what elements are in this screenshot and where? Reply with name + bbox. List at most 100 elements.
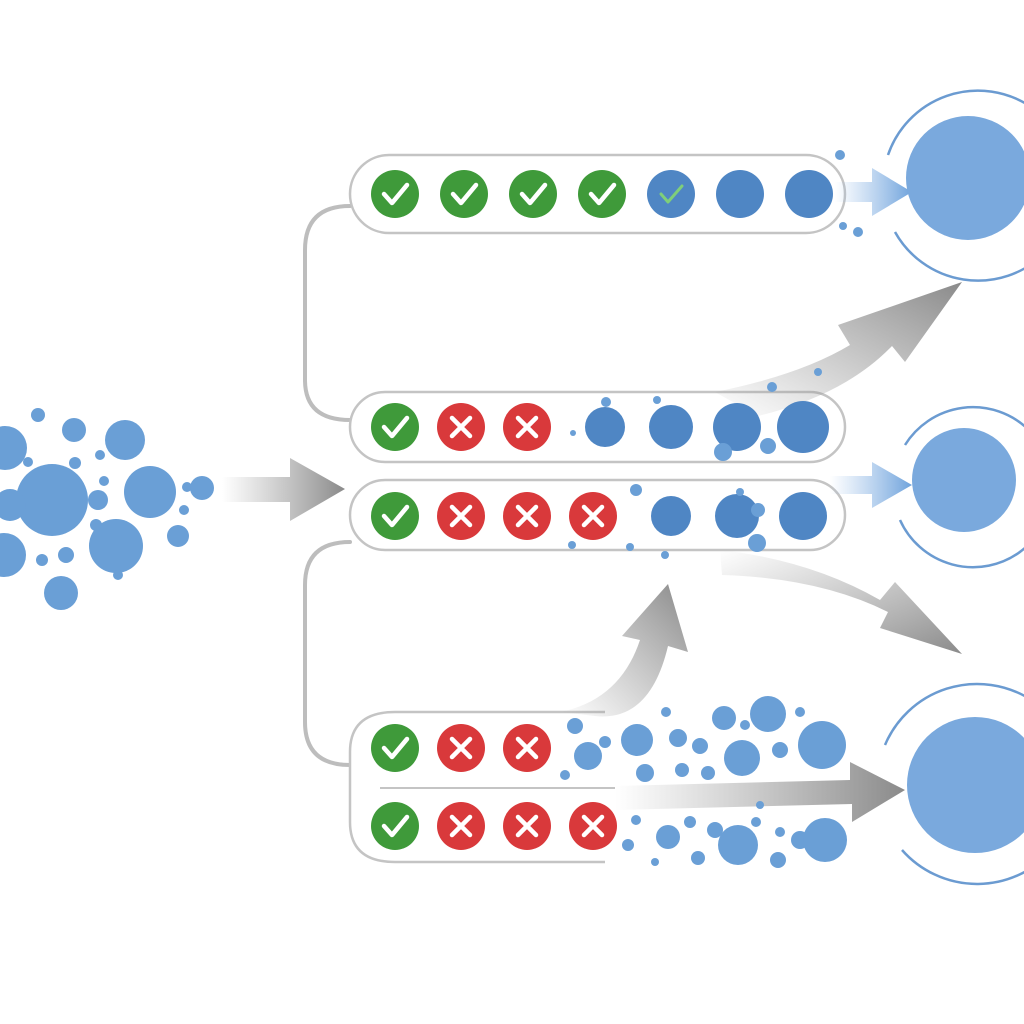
arrow-down-to-bottom-target <box>720 550 962 654</box>
check-icon <box>371 724 419 772</box>
target-bottom-ring <box>883 682 1024 886</box>
particle-dot <box>626 543 634 551</box>
particle-dot <box>691 851 705 865</box>
check-icon <box>371 802 419 850</box>
particle-dot <box>630 484 642 496</box>
cross-icon <box>503 802 551 850</box>
particle-dot <box>798 721 846 769</box>
particle-dot <box>756 801 764 809</box>
particle-dot <box>724 740 760 776</box>
particle-dot <box>748 534 766 552</box>
status-icons <box>371 170 833 850</box>
particle-dot <box>636 764 654 782</box>
check-icon <box>371 170 419 218</box>
pending-node <box>715 494 759 538</box>
flow-particles <box>560 150 863 868</box>
particle-dot <box>767 382 777 392</box>
input-particle <box>69 457 81 469</box>
particle-dot <box>570 430 576 436</box>
target-middle-ring <box>898 405 1024 569</box>
arrow-up-from-bottom-row <box>560 584 688 717</box>
particle-dot <box>567 718 583 734</box>
particle-dot <box>839 222 847 230</box>
target-middle-core <box>912 428 1016 532</box>
cross-icon <box>503 403 551 451</box>
particle-dot <box>621 724 653 756</box>
pending-node <box>649 405 693 449</box>
particle-dot <box>601 397 611 407</box>
input-particle <box>23 457 33 467</box>
input-particle-cluster <box>0 408 214 610</box>
particle-dot <box>568 541 576 549</box>
input-particle <box>44 576 78 610</box>
pending-node <box>585 407 625 447</box>
input-particle <box>95 450 105 460</box>
particle-dot <box>622 839 634 851</box>
partial-check-icon <box>647 170 695 218</box>
particle-dot <box>653 396 661 404</box>
particle-dot <box>661 707 671 717</box>
connector-top <box>303 204 352 422</box>
cross-icon <box>437 492 485 540</box>
cross-icon <box>569 802 617 850</box>
particle-dot <box>712 706 736 730</box>
particle-dot <box>684 816 696 828</box>
particle-dot <box>760 438 776 454</box>
connector-bottom <box>303 540 352 767</box>
check-icon <box>440 170 488 218</box>
cross-icon <box>569 492 617 540</box>
cross-icon <box>503 724 551 772</box>
input-arrow <box>222 458 345 521</box>
input-particle <box>0 426 27 470</box>
target-nodes <box>883 89 1024 886</box>
particle-dot <box>656 825 680 849</box>
check-icon <box>509 170 557 218</box>
cross-icon <box>503 492 551 540</box>
target-top <box>886 89 1024 282</box>
particle-dot <box>675 763 689 777</box>
particle-dot <box>718 825 758 865</box>
particle-dot <box>751 817 761 827</box>
input-particle <box>182 482 192 492</box>
particle-dot <box>835 150 845 160</box>
check-icon <box>371 403 419 451</box>
input-particle <box>89 519 143 573</box>
cross-icon <box>437 802 485 850</box>
input-particle <box>90 519 102 531</box>
particle-dot <box>814 368 822 376</box>
input-particle <box>167 525 189 547</box>
arrow-to-middle-target <box>830 462 912 508</box>
pending-node <box>779 492 827 540</box>
pipeline-row-4 <box>371 724 551 772</box>
input-particle <box>113 570 123 580</box>
particle-dot <box>661 551 669 559</box>
particle-dot <box>669 729 687 747</box>
check-icon <box>578 170 626 218</box>
cross-icon <box>437 403 485 451</box>
target-top-core <box>906 116 1024 240</box>
input-particle <box>58 547 74 563</box>
particle-dot <box>740 720 750 730</box>
arrow-up-to-top-target <box>715 282 962 416</box>
input-particle <box>99 476 109 486</box>
input-particle <box>16 464 88 536</box>
particle-dot <box>795 707 805 717</box>
particle-dot <box>772 742 788 758</box>
particle-dot <box>736 488 744 496</box>
target-middle <box>898 405 1024 569</box>
pending-node <box>713 403 761 451</box>
particle-dot <box>574 742 602 770</box>
arrow-to-bottom-target <box>615 762 905 822</box>
particle-dot <box>631 815 641 825</box>
particle-dot <box>701 766 715 780</box>
particle-dot <box>714 443 732 461</box>
input-particle <box>105 420 145 460</box>
arrow-to-top-target <box>835 168 912 216</box>
flow-arrows <box>222 168 962 822</box>
particle-dot <box>707 822 723 838</box>
input-particle <box>0 489 26 521</box>
pipeline-row-1 <box>371 170 833 218</box>
target-top-ring <box>886 89 1024 282</box>
